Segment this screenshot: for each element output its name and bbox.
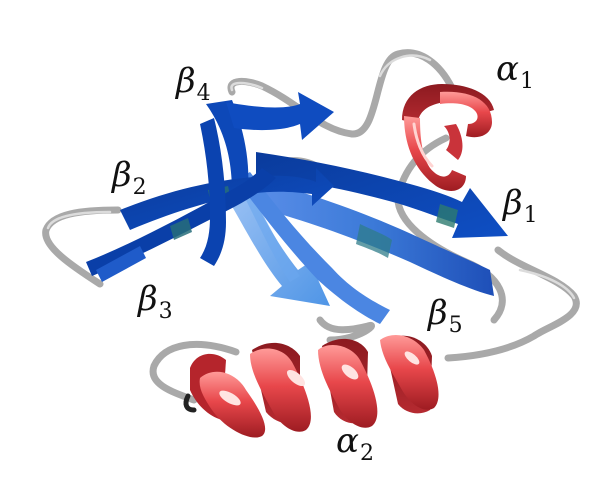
helix-alpha1	[402, 84, 494, 191]
label-beta1: β1	[503, 183, 538, 228]
loop-right	[444, 246, 580, 362]
loop-helix1-out	[394, 134, 506, 324]
label-beta4: β4	[176, 61, 211, 106]
loop-highlights	[46, 54, 576, 300]
loop-segments	[42, 49, 580, 404]
strand-light-front	[226, 190, 330, 306]
strand-beta3	[86, 168, 276, 282]
loop-left	[42, 206, 122, 288]
strand-mid-front	[236, 172, 390, 324]
label-beta5: β5	[428, 293, 463, 338]
label-alpha2: α2	[336, 421, 374, 466]
strand-beta4-down	[200, 118, 226, 266]
strand-beta5	[250, 178, 494, 296]
helix-alpha2	[183, 335, 439, 438]
loop-bottom-left	[316, 316, 376, 344]
loop-helix2-left	[149, 341, 240, 404]
loop-top	[227, 49, 456, 138]
label-beta2: β2	[112, 155, 147, 200]
label-alpha1: α1	[496, 49, 534, 94]
strand-beta4	[206, 92, 334, 192]
label-beta3: β3	[138, 279, 173, 324]
